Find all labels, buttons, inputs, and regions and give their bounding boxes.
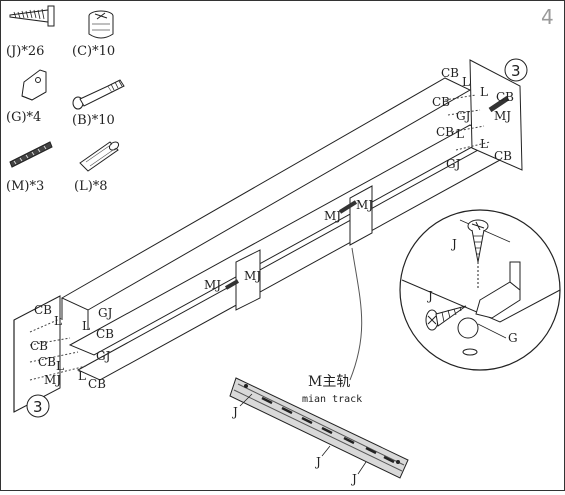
left-hardware-guides (29, 317, 87, 381)
right-side-panel (469, 59, 523, 171)
detail-label-g: G (508, 331, 518, 345)
track-label-j-1: J (231, 405, 238, 419)
callout-mj-4: MJ (324, 209, 341, 223)
panel-badge-right (504, 58, 528, 82)
panel-badge-left (26, 394, 50, 418)
callout-cb-7: CB (432, 95, 450, 109)
cam-bolt-icon (72, 79, 125, 110)
callout-l-4: L (78, 369, 86, 383)
callout-l-1: L (54, 314, 62, 328)
rail-mark-2 (338, 200, 358, 214)
part-label-g: (G)*4 (6, 110, 41, 125)
top-panel (60, 77, 472, 311)
l-bracket-icon (21, 69, 47, 101)
detail-screw-top-icon (467, 219, 489, 290)
detail-screw-side-icon (425, 305, 467, 331)
callout-cb-3: CB (30, 339, 48, 353)
part-label-b: (B)*10 (72, 113, 115, 128)
panel-badge-left-text: 3 (33, 398, 43, 416)
main-track-rail (229, 377, 409, 479)
callout-cb-10: CB (494, 149, 512, 163)
callout-cb-1: CB (34, 303, 52, 317)
callout-mj-6: MJ (494, 109, 511, 123)
right-hardware-guides (444, 94, 491, 151)
bracket-detail-callout: J J G (399, 209, 561, 371)
divider-1 (235, 249, 261, 311)
detail-panel-edge (401, 279, 561, 323)
screw-icon (9, 5, 55, 27)
track-title: M主轨 (308, 374, 350, 390)
top-panel-edge (61, 298, 89, 330)
left-callouts: CB L GJ L CB CB CB L GJ MJ L CB 3 (26, 303, 114, 418)
right-callouts: 3 CB L CB L CB GJ MJ CB L L CB GJ (432, 58, 528, 171)
detail-label-j-side: J (426, 289, 433, 303)
callout-l-2: L (82, 319, 90, 333)
track-label-j-3: J (350, 472, 357, 486)
part-label-j: (J)*26 (6, 44, 44, 59)
callout-l-8: L (480, 137, 488, 151)
callout-mj-1: MJ (44, 373, 61, 387)
callout-l-3: L (56, 359, 64, 373)
callout-cb-8: CB (496, 90, 514, 104)
divider-2 (349, 185, 373, 246)
middle-callouts: MJ MJ MJ MJ (204, 198, 373, 292)
callout-l-7: L (456, 127, 464, 141)
callout-mj-5: MJ (356, 198, 373, 212)
callout-l-5: L (462, 75, 470, 89)
rail-mark-1 (224, 279, 240, 290)
cam-lock-icon (88, 10, 114, 39)
track-label-j-2: J (314, 455, 321, 469)
callout-gj-3: GJ (456, 109, 471, 123)
dowel-icon (79, 141, 120, 172)
track-subtitle: mian track (302, 394, 362, 405)
part-label-m: (M)*3 (6, 179, 44, 194)
main-track-callout: M主轨 mian track J J J (229, 374, 409, 486)
callout-cb-2: CB (96, 327, 114, 341)
panel-badge-right-text: 3 (511, 62, 521, 80)
callout-mj-3: MJ (244, 269, 261, 283)
parts-list: (J)*26 (C)*10 (G)*4 (B)*10 (M (6, 5, 125, 194)
rail-mark-3 (488, 95, 510, 113)
callout-gj-2: GJ (96, 349, 111, 363)
callout-cb-4: CB (38, 355, 56, 369)
detail-label-j-top: J (450, 237, 457, 251)
callout-cb-5: CB (88, 377, 106, 391)
part-label-l: (L)*8 (74, 179, 108, 194)
part-label-c: (C)*10 (72, 44, 115, 59)
rail-strip-icon (9, 141, 53, 168)
callout-gj-4: GJ (446, 157, 461, 171)
callout-cb-6: CB (441, 66, 459, 80)
callout-gj-1: GJ (98, 306, 113, 320)
callout-cb-9: CB (436, 125, 454, 139)
step-number: 4 (541, 5, 554, 29)
callout-l-6: L (480, 85, 488, 99)
callout-mj-2: MJ (204, 278, 221, 292)
wall-line (349, 247, 363, 381)
cabinet-assembly (13, 59, 523, 413)
